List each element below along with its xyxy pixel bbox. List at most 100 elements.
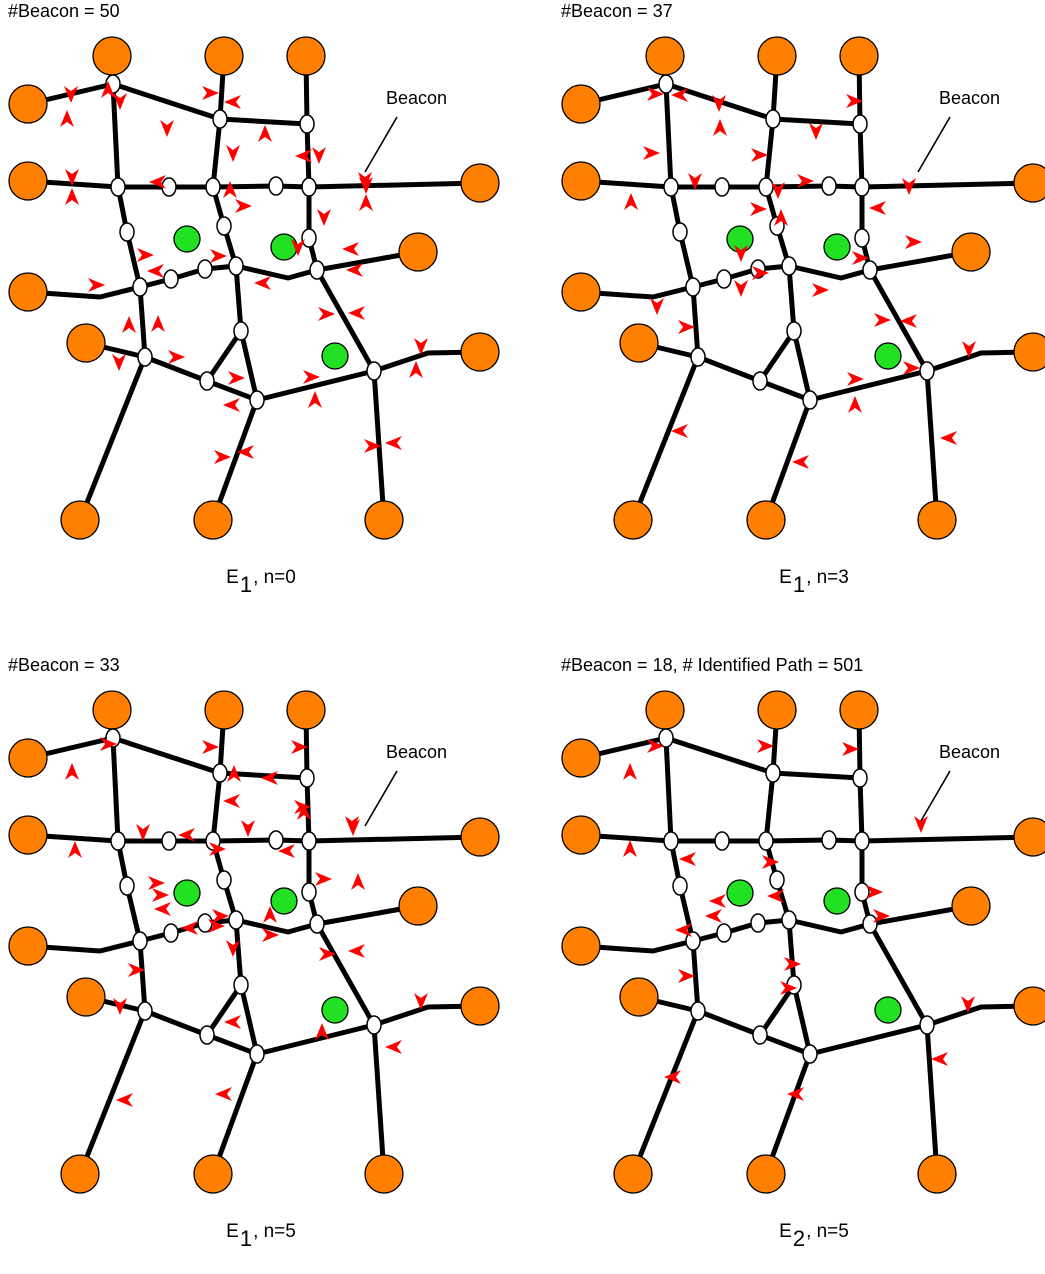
- beacon-marker: [152, 888, 169, 902]
- beacon-marker: [931, 1052, 948, 1066]
- beacon-marker: [734, 245, 748, 262]
- intersection-node: [802, 390, 818, 410]
- beacon-marker: [224, 95, 241, 109]
- caption-subscript: 1: [239, 1226, 253, 1251]
- road-segment: [578, 735, 863, 781]
- endpoint-node: [1013, 986, 1045, 1026]
- caption-params: , n=0: [253, 567, 296, 588]
- beacon-marker: [869, 201, 886, 215]
- beacon-marker: [261, 771, 278, 785]
- beacon-marker: [68, 841, 82, 858]
- beacon-marker: [160, 120, 174, 137]
- road-segment: [578, 903, 974, 954]
- panel-caption: E1, n=5: [0, 1220, 522, 1251]
- intersection-node: [301, 177, 317, 197]
- beacon-marker: [705, 909, 722, 923]
- intersection-node: [309, 914, 325, 934]
- road-segment: [856, 53, 940, 523]
- endpoint-node: [8, 161, 48, 201]
- beacon-marker: [734, 280, 748, 297]
- beacon-marker: [263, 906, 277, 923]
- zone-node: [726, 879, 754, 907]
- road-segment: [757, 328, 797, 384]
- zone-node: [823, 233, 851, 261]
- zone-node: [270, 887, 298, 915]
- endpoint-node: [460, 332, 500, 372]
- intersection-node: [249, 390, 265, 410]
- beacon-marker: [65, 169, 79, 186]
- intersection-node: [854, 228, 870, 248]
- road-segment: [763, 53, 813, 523]
- road-segment: [578, 832, 1036, 844]
- callout-line: [917, 770, 951, 827]
- beacon-marker: [258, 125, 272, 142]
- intersection-node: [758, 177, 774, 197]
- intersection-node: [765, 109, 781, 129]
- beacon-marker: [149, 175, 166, 189]
- intersection-node: [786, 321, 802, 341]
- beacon-marker: [295, 149, 312, 163]
- intersection-node: [268, 176, 284, 196]
- road-network-diagram: Beacon: [8, 36, 500, 540]
- beacon-marker: [228, 371, 245, 385]
- intersection-node: [658, 74, 674, 94]
- beacon-marker: [713, 119, 727, 136]
- road-segment: [578, 249, 974, 300]
- beacon-marker: [847, 372, 864, 386]
- endpoint-node: [8, 815, 48, 855]
- beacon-marker: [866, 885, 883, 899]
- callout-label: Beacon: [939, 742, 1000, 762]
- beacon-marker: [364, 439, 381, 453]
- callout-label: Beacon: [939, 88, 1000, 108]
- beacon-marker: [237, 445, 254, 459]
- caption-symbol: E: [226, 567, 239, 588]
- endpoint-node: [561, 738, 601, 778]
- beacon-marker: [624, 193, 638, 210]
- beacon-callout: Beacon: [917, 742, 1000, 827]
- zone-node: [874, 996, 902, 1024]
- beacon-callout: Beacon: [364, 742, 447, 827]
- beacon-marker: [315, 872, 332, 886]
- beacon-marker: [202, 740, 219, 754]
- beacon-marker: [678, 320, 695, 334]
- beacon-marker: [914, 816, 928, 833]
- endpoint-node: [917, 1154, 957, 1194]
- beacon-marker: [750, 202, 767, 216]
- intersection-node: [301, 228, 317, 248]
- intersection-node: [852, 768, 868, 788]
- beacon-marker: [148, 876, 165, 890]
- beacon-marker: [787, 1087, 804, 1101]
- beacon-marker: [852, 251, 869, 265]
- beacon-marker: [224, 1015, 241, 1029]
- beacon-marker: [154, 902, 171, 916]
- intersection-node: [854, 831, 870, 851]
- beacon-marker: [88, 278, 105, 292]
- beacon-marker: [671, 424, 688, 438]
- intersection-node: [301, 882, 317, 902]
- intersection-node: [714, 177, 730, 197]
- zone-node: [321, 996, 349, 1024]
- beacon-marker: [308, 391, 322, 408]
- beacon-marker: [784, 957, 801, 971]
- intersection-node: [821, 830, 837, 850]
- beacon-marker: [752, 266, 769, 280]
- beacon-callout: Beacon: [917, 88, 1000, 173]
- beacon-marker: [712, 95, 726, 112]
- beacon-marker: [128, 963, 145, 977]
- beacon-marker: [709, 894, 726, 908]
- beacon-marker: [318, 307, 335, 321]
- intersection-node: [299, 768, 315, 788]
- road-segment: [204, 328, 244, 384]
- intersection-node: [802, 1044, 818, 1064]
- road-segment: [25, 903, 421, 954]
- beacon-marker: [792, 455, 809, 469]
- beacon-marker: [647, 739, 664, 753]
- intersection-node: [199, 1025, 215, 1045]
- intersection-node: [716, 269, 732, 289]
- beacon-marker: [940, 431, 957, 445]
- beacon-marker: [385, 1040, 402, 1054]
- beacon-marker: [122, 316, 136, 333]
- callout-line: [364, 116, 398, 173]
- beacon-marker: [137, 248, 154, 262]
- endpoint-node: [460, 817, 500, 857]
